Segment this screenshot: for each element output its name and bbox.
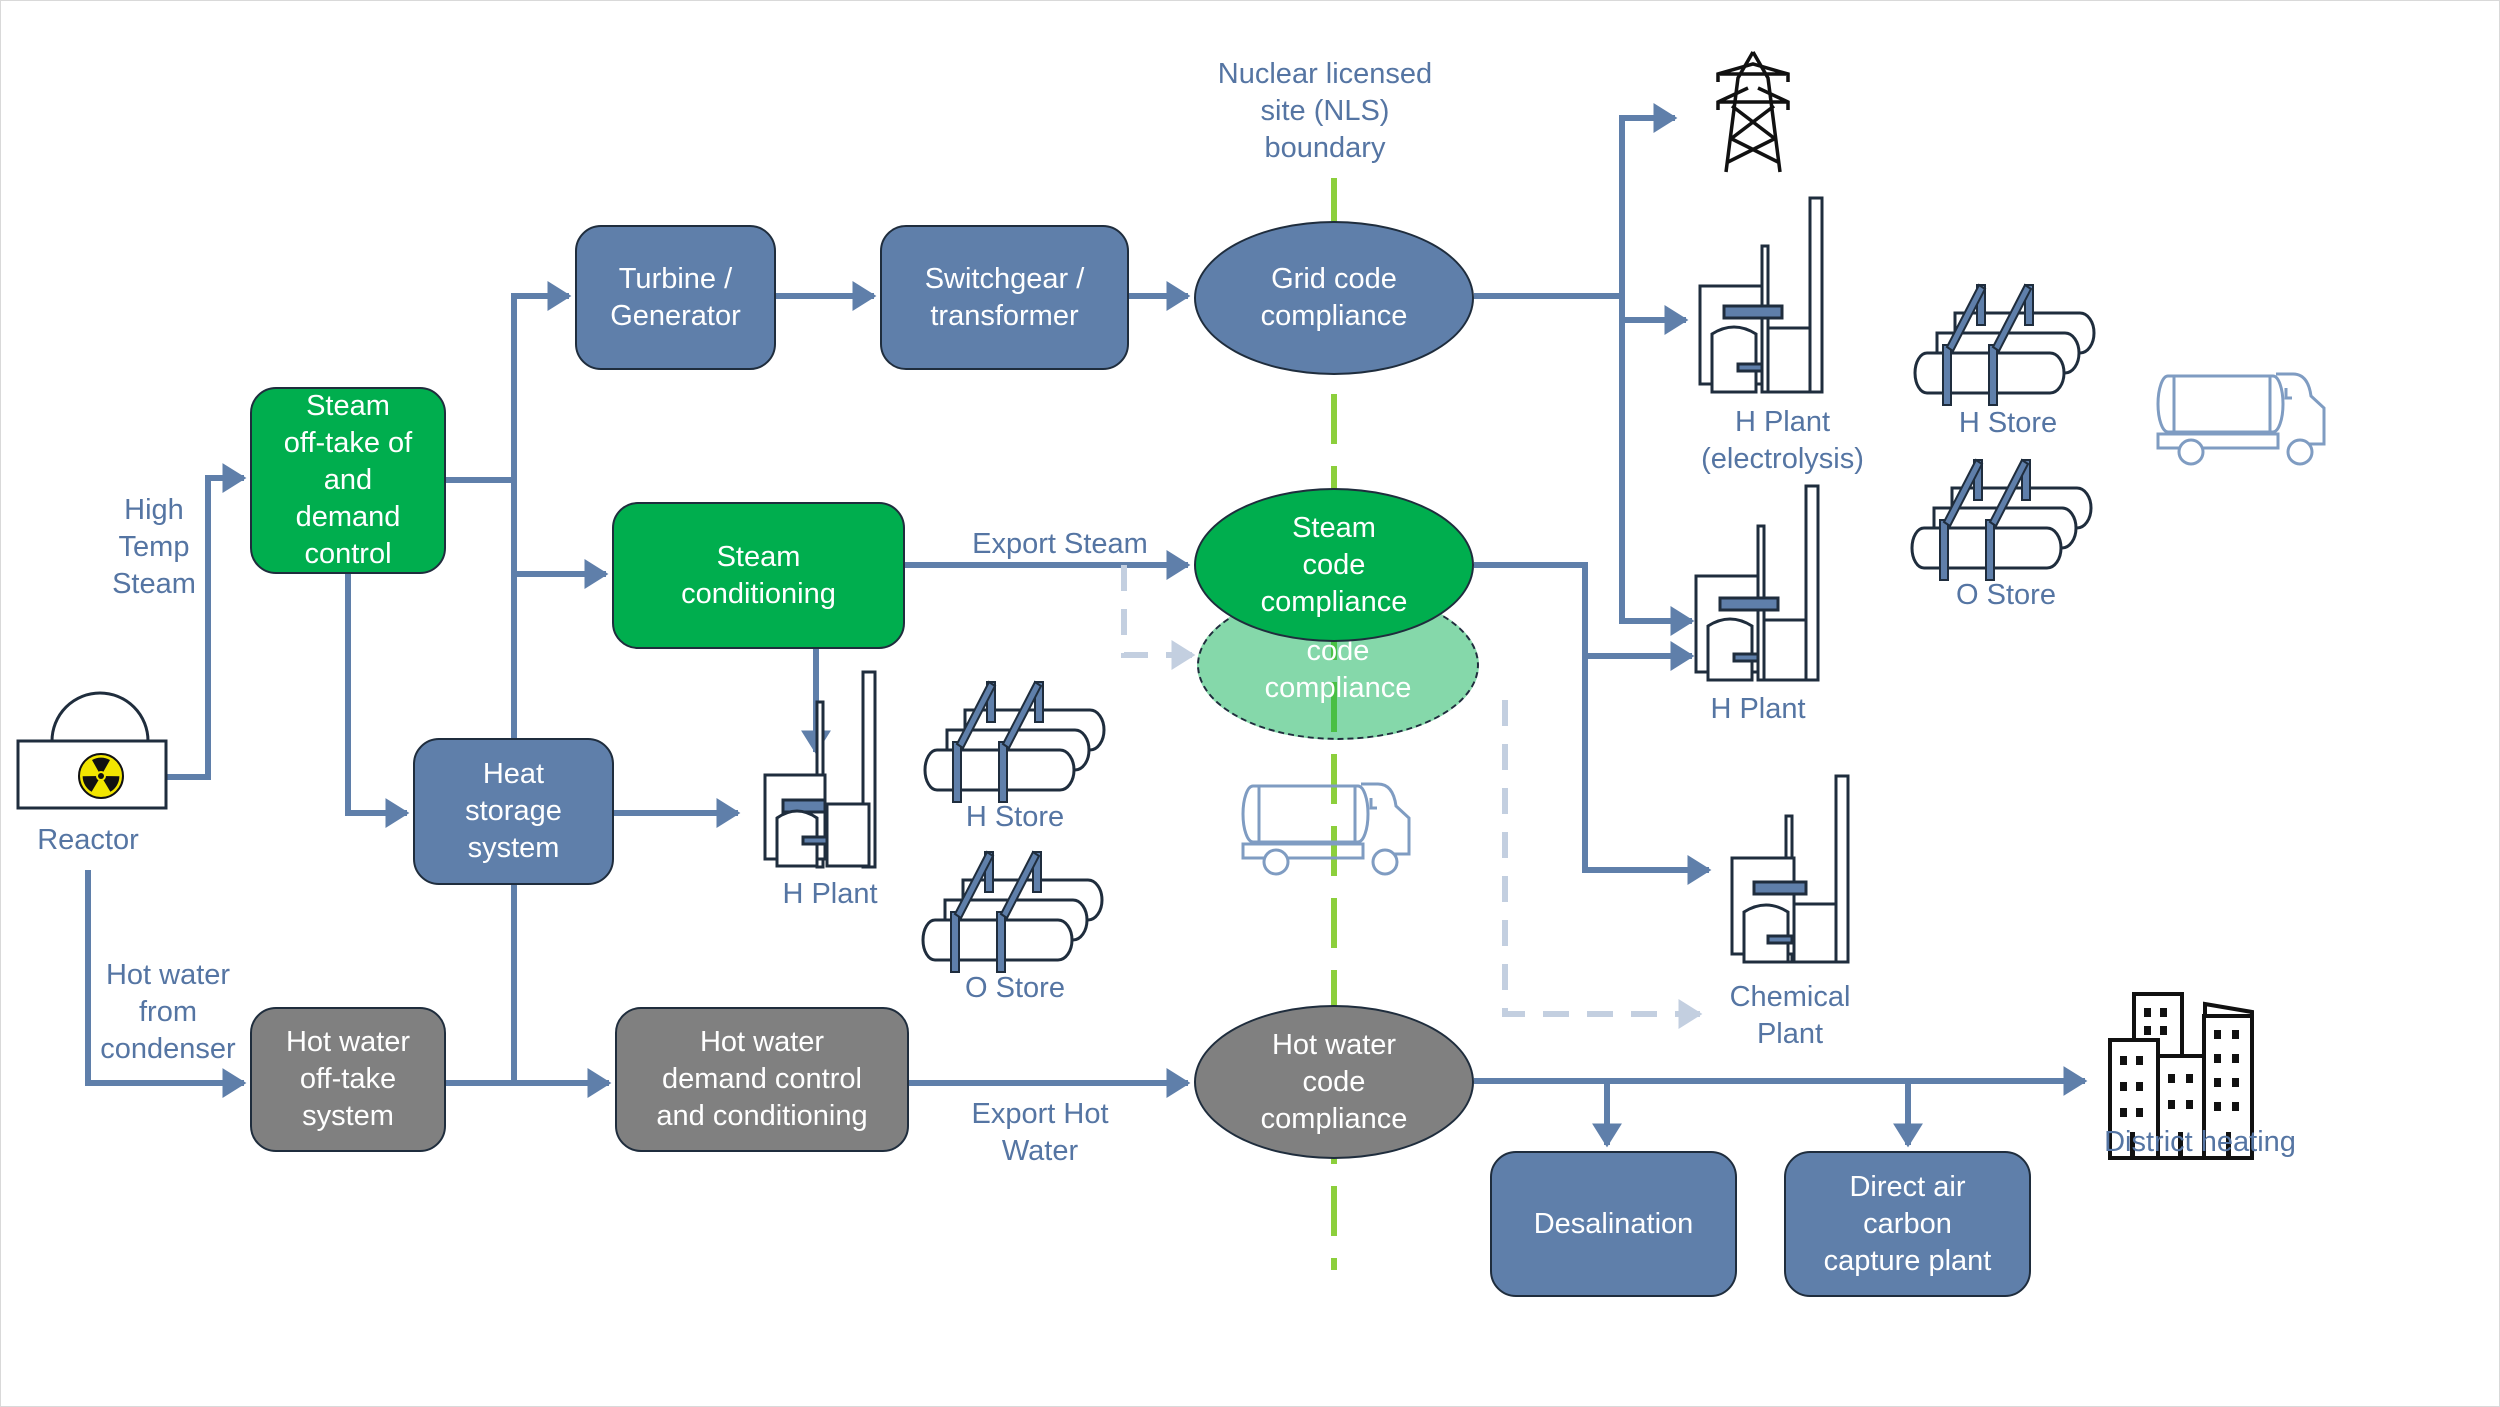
turbine-generator-box[interactable]: Turbine / Generator [575, 225, 776, 370]
o-store-inside-label: O Store [965, 972, 1065, 1004]
chemical-plant-icon [1730, 774, 1850, 964]
high-temp-steam-label: High Temp Steam [112, 494, 196, 600]
desalination-box[interactable]: Desalination [1490, 1151, 1737, 1297]
hot-water-from-condenser-label: Hot water from condenser [100, 959, 236, 1065]
hot-water-demand-box[interactable]: Hot water demand control and conditionin… [615, 1007, 909, 1152]
chemical-plant-label: Chemical Plant [1729, 981, 1851, 1050]
dashed-arrow-to-ghost-compliance [1121, 565, 1196, 670]
dashed-arrow-to-chemical-plant [1502, 700, 1703, 1029]
o-store-icon-inside [921, 850, 1104, 974]
h-store-inside-label: H Store [965, 801, 1065, 833]
h-plant-electrolysis-icon [1698, 196, 1824, 394]
arrow-grid-to-pylon [1474, 103, 1678, 299]
hot-water-code-compliance-ellipse[interactable]: Hot water code compliance [1194, 1005, 1474, 1159]
arrow-steam-to-h-plant [1474, 562, 1695, 671]
h-plant-outside-label: H Plant [1710, 693, 1806, 725]
h-plant-inside-label: H Plant [782, 878, 878, 910]
steam-code-compliance-ellipse[interactable]: Steam code compliance [1194, 488, 1474, 642]
steam-conditioning-box[interactable]: Steam conditioning [612, 502, 905, 649]
direct-air-capture-box[interactable]: Direct air carbon capture plant [1784, 1151, 2031, 1297]
arrow-offtake-to-heat-storage [345, 574, 410, 828]
steam-offtake-box[interactable]: Steam off-take of and demand control [250, 387, 446, 574]
radiation-icon [78, 753, 124, 799]
h-plant-icon-inside [763, 670, 877, 869]
city-buildings-icon [2108, 992, 2254, 1160]
arrow-reactor-to-steam-offtake [167, 463, 247, 780]
nls-boundary-label: Nuclear licensed site (NLS) boundary [1217, 58, 1433, 164]
h-store-icon-inside [923, 680, 1106, 804]
tanker-truck-icon-outside [2156, 372, 2326, 466]
export-steam-label: Export Steam [972, 528, 1148, 560]
export-hot-water-label: Export Hot Water [971, 1098, 1109, 1167]
h-store-icon-outside [1913, 283, 2096, 407]
hot-water-offtake-box[interactable]: Hot water off-take system [250, 1007, 446, 1152]
switchgear-transformer-box[interactable]: Switchgear / transformer [880, 225, 1129, 370]
h-store-outside-label: H Store [1958, 407, 2058, 439]
arrow-grid-to-h-plant-electrolysis [1619, 296, 1689, 335]
district-heating-label: District heating [2104, 1126, 2296, 1158]
arrow-steam-to-chemical-plant [1582, 656, 1712, 885]
h-plant-electrolysis-label: H Plant (electrolysis) [1701, 406, 1864, 475]
arrow-grid-to-h-plant [1619, 320, 1695, 636]
h-plant-icon-outside [1694, 484, 1820, 682]
heat-storage-box[interactable]: Heat storage system [413, 738, 614, 885]
grid-code-compliance-ellipse[interactable]: Grid code compliance [1194, 221, 1474, 375]
arrow-reactor-to-hot-water-offtake [85, 870, 247, 1098]
o-store-outside-label: O Store [1956, 579, 2056, 611]
arrow-offtake-to-turbine [446, 281, 572, 483]
reactor-icon [16, 691, 168, 810]
arrow-offtake-to-conditioning [511, 480, 609, 589]
tanker-truck-icon-inside [1241, 782, 1411, 876]
electricity-pylon-icon [1716, 51, 1790, 173]
o-store-icon-outside [1910, 458, 2093, 582]
reactor-label: Reactor [37, 824, 139, 856]
